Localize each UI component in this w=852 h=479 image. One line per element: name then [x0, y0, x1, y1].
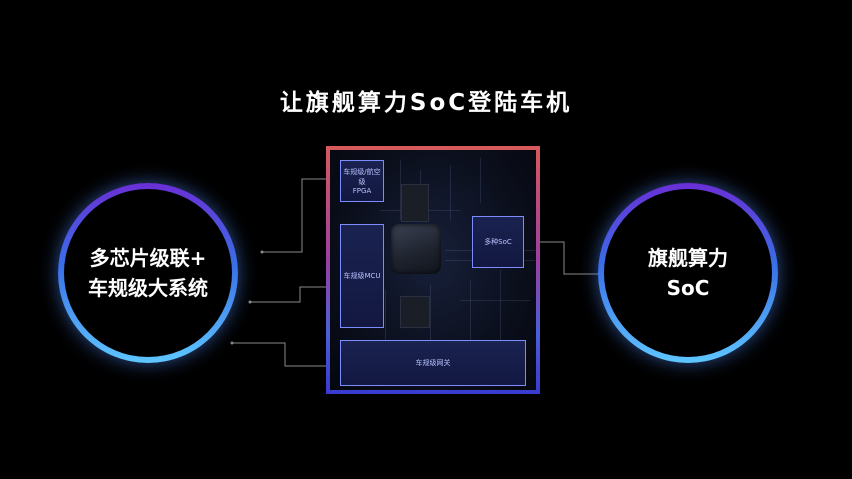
left-circle-line1: 多芯片级联+ [89, 246, 207, 270]
circuit-trace [500, 270, 501, 340]
connector-mcu [250, 286, 329, 303]
fpga-label-line1: 车规级/航空级 [343, 168, 381, 186]
fpga-label-line2: FPGA [352, 187, 372, 195]
connector-dot [230, 341, 234, 345]
circuit-trace [400, 160, 401, 220]
circuit-trace [385, 290, 386, 340]
flagship-soc-circle: 旗舰算力 SoC [598, 183, 778, 363]
multi-chip-system-circle: 多芯片级联+ 车规级大系统 [58, 183, 238, 363]
gateway-label: 车规级网关 [415, 359, 451, 367]
connector-soc [536, 241, 600, 275]
circuit-trace [470, 280, 471, 340]
small-chip [400, 296, 430, 328]
chip-board-inner: 车规级/航空级 FPGA 车规级MCU 多种SoC 车规级网关 [330, 150, 536, 390]
left-circle-line2: 车规级大系统 [88, 276, 208, 300]
right-circle-line2: SoC [666, 276, 710, 300]
connector-dot [248, 300, 252, 304]
small-chip [401, 184, 429, 222]
right-circle-line1: 旗舰算力 [648, 246, 728, 270]
circuit-trace [450, 165, 451, 220]
chip-board: 车规级/航空级 FPGA 车规级MCU 多种SoC 车规级网关 [326, 146, 540, 394]
circuit-trace [480, 158, 481, 203]
circuit-trace [460, 300, 530, 301]
connector-gateway [232, 342, 329, 367]
fpga-block: 车规级/航空级 FPGA [340, 160, 384, 202]
soc-label: 多种SoC [484, 238, 512, 246]
circuit-trace [430, 285, 431, 340]
connector-fpga [262, 178, 329, 253]
mcu-label: 车规级MCU [343, 272, 381, 280]
processor-core [391, 224, 441, 274]
mcu-block: 车规级MCU [340, 224, 384, 328]
page-title: 让旗舰算力SoC登陆车机 [279, 90, 573, 116]
soc-block: 多种SoC [472, 216, 524, 268]
connector-dot [260, 250, 264, 254]
gateway-block: 车规级网关 [340, 340, 526, 386]
